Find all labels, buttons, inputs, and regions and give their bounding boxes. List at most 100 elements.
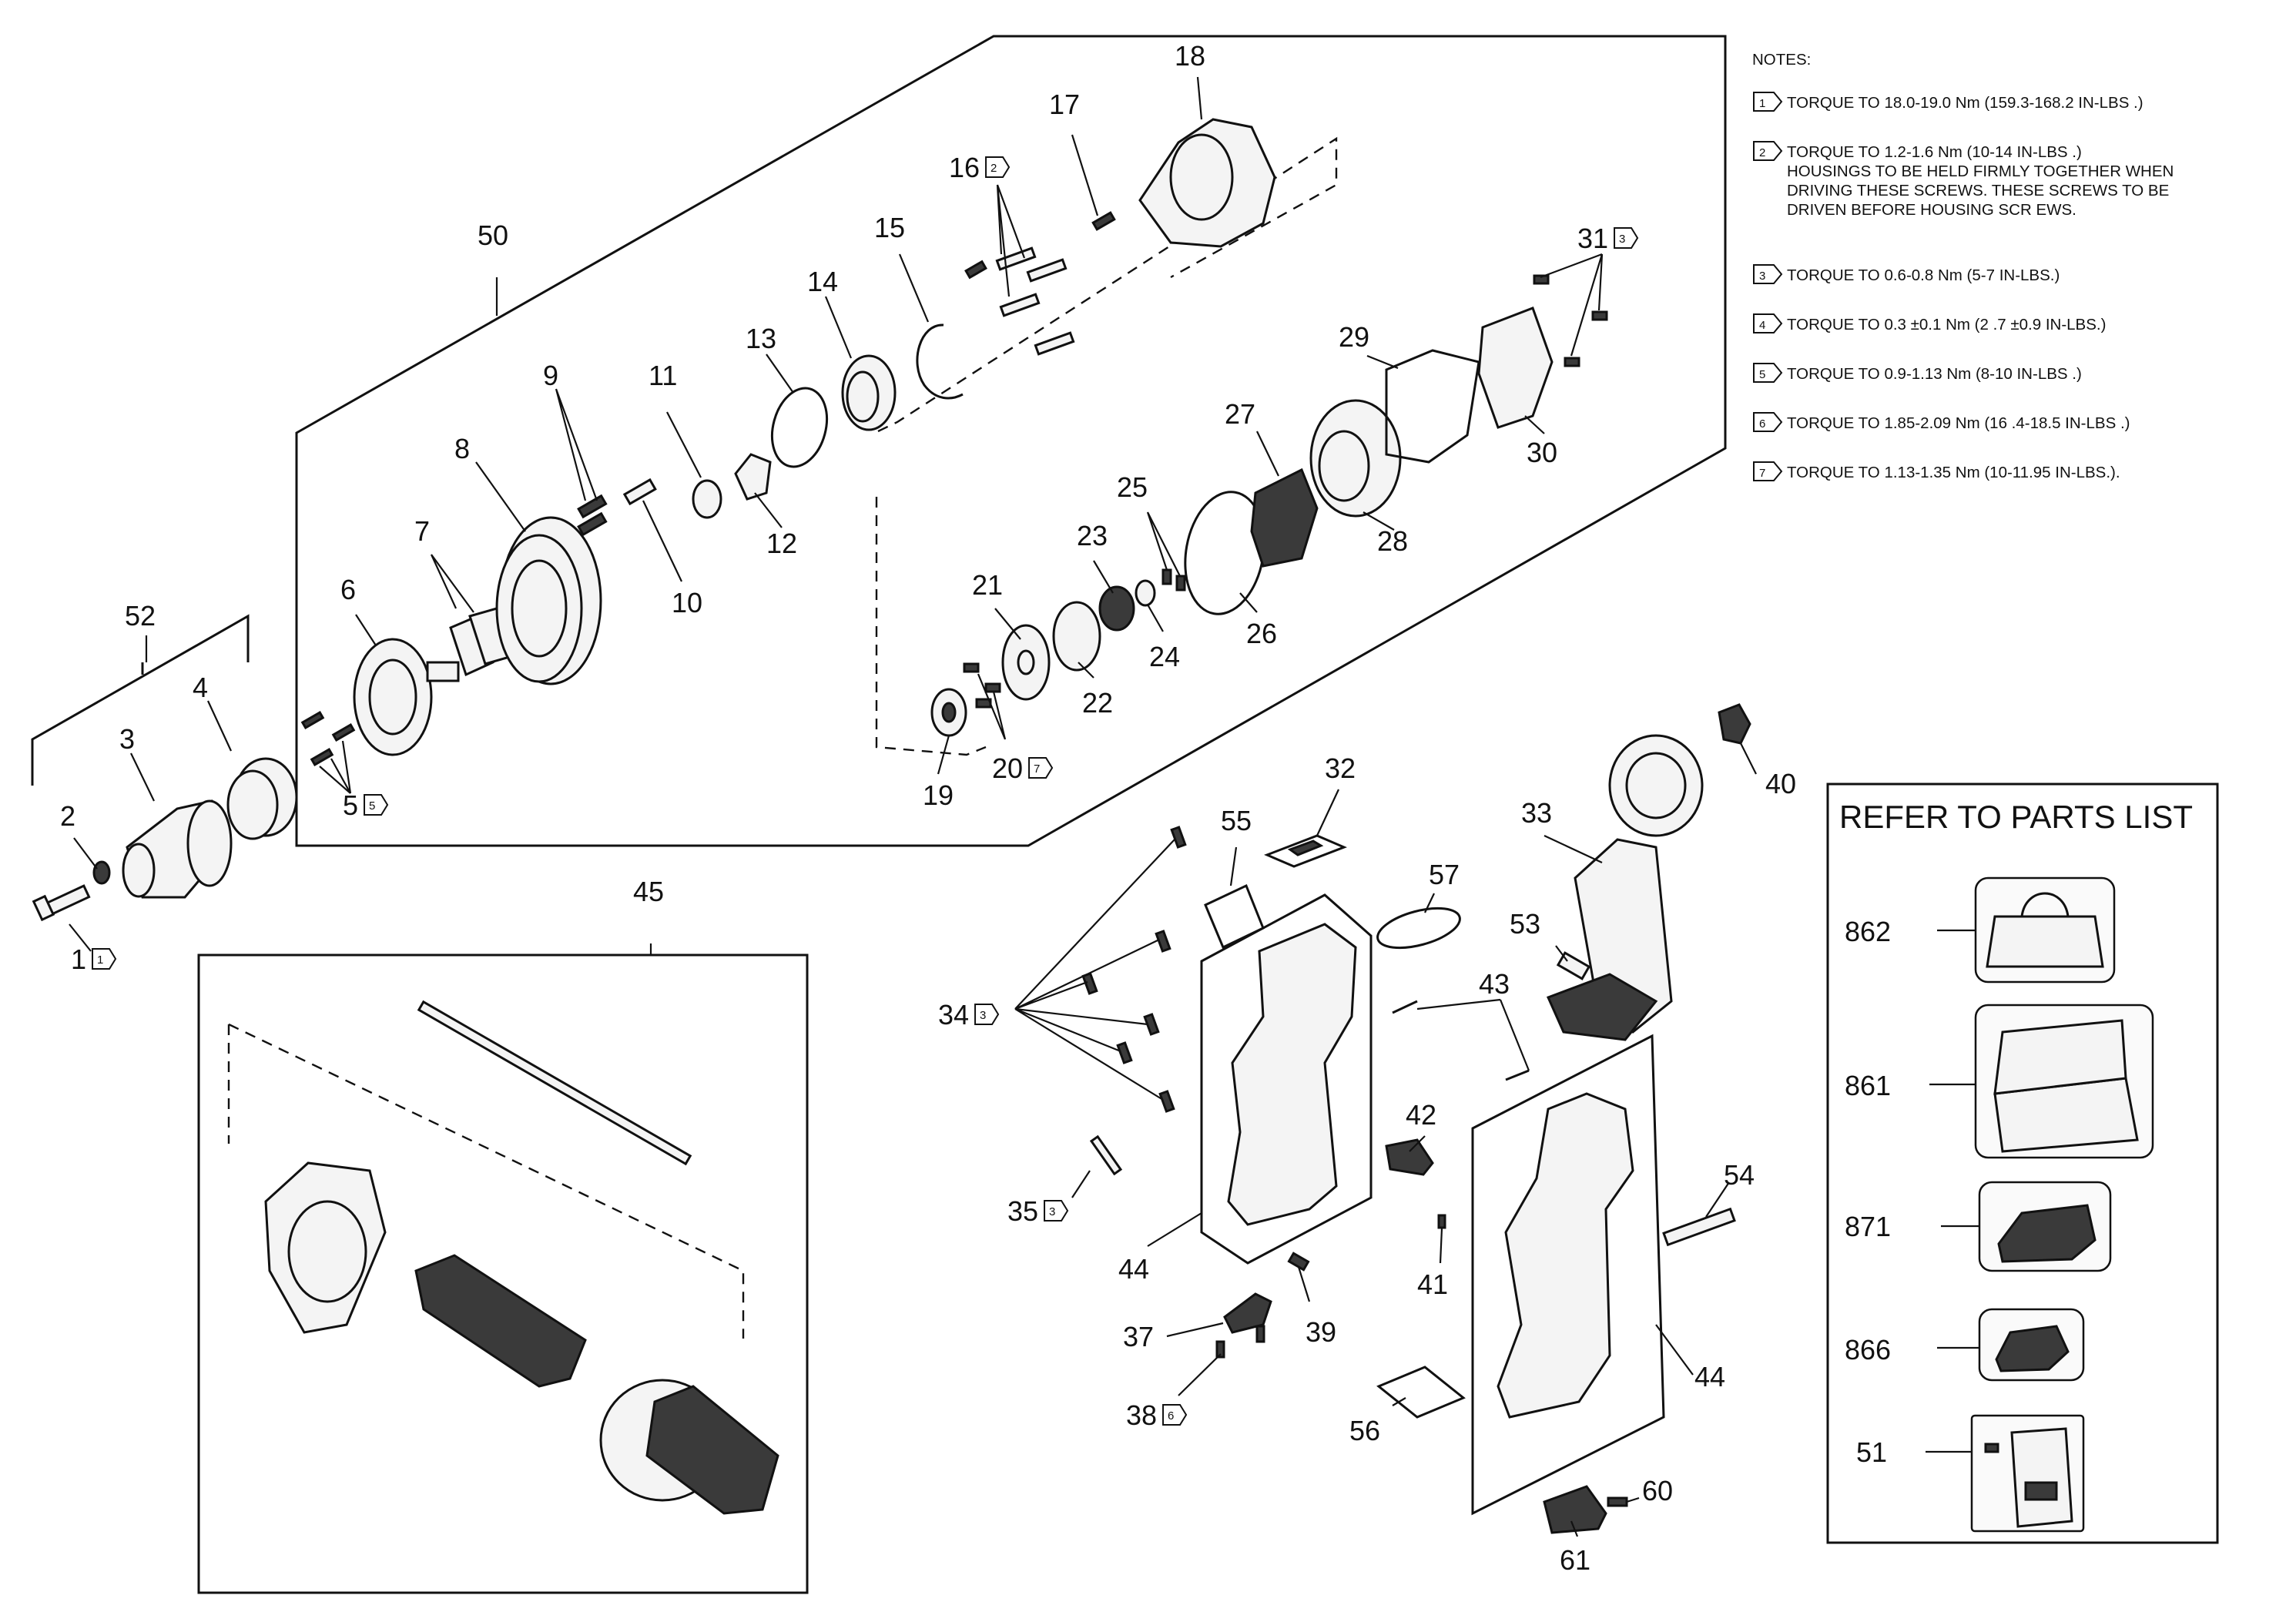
part-7-pins [449,607,514,677]
callout-p7: 7 [414,515,430,547]
torque-note-tag-p1: 1 [92,948,117,970]
housing-44-right-outline [1471,1034,1665,1516]
tag-number: 2 [990,162,997,175]
callout-p38: 38 [1126,1399,1157,1431]
callout-p23: 23 [1077,520,1108,551]
callout-p17: 17 [1049,89,1080,120]
bag-icon [1986,892,2104,968]
part-14-ring [841,354,897,431]
part-15-c-clip [916,323,964,400]
part-55-label [1204,883,1265,950]
note-line: HOUSINGS TO BE HELD FIRMLY TOGETHER WHEN [1787,163,2174,180]
part-60-screw [1607,1496,1628,1507]
callout-p43: 43 [1479,968,1510,1000]
note-line: DRIVING THESE SCREWS. THESE SCREWS TO BE [1787,182,2169,199]
bracket-52 [31,614,250,786]
torque-note-tag-p35: 3 [1044,1200,1069,1222]
callout-p12: 12 [766,528,797,559]
part-2-ring [92,860,111,885]
part-44-housing-left [1227,923,1357,1226]
callout-p9: 9 [543,360,558,391]
callout-p25: 25 [1117,471,1148,503]
note-tag-number: 3 [1759,270,1765,283]
callout-p8: 8 [454,433,470,464]
part-44-housing-right [1497,1092,1634,1419]
callout-p60: 60 [1642,1475,1673,1506]
callout-p3: 3 [119,723,135,755]
note-line: TORQUE TO 1.2-1.6 Nm (10-14 IN-LBS .) [1787,143,2082,161]
callout-p56: 56 [1349,1415,1380,1446]
refer-item-51: 51 [1856,1436,1887,1468]
part-33-motor-assembly [1546,734,1704,1041]
part-24-washer [1135,579,1156,607]
callout-p35: 35 [1007,1195,1038,1227]
torque-note-tag-p5: 5 [364,794,389,816]
callout-p42: 42 [1406,1099,1436,1131]
callout-p15: 15 [874,212,905,243]
refer-box-title: REFER TO PARTS LIST [1839,799,2193,835]
part-17-pin [1091,211,1116,231]
part-40-cap [1718,703,1751,745]
part-11-washer [692,479,722,519]
part-43-leads [1392,1000,1530,1081]
callout-p10: 10 [672,587,702,618]
callout-p13: 13 [746,323,776,354]
assembly-45-dashed-guide [227,1023,745,1339]
part-21-plate [1001,624,1051,701]
note-tag-number: 1 [1759,97,1765,110]
refer-item-866: 866 [1845,1334,1891,1366]
callout-p39: 39 [1306,1316,1336,1348]
refer-item-861: 861 [1845,1070,1891,1101]
part-37-latch [1223,1292,1272,1334]
part-12-cam [734,453,772,501]
torque-note-tag-p34: 3 [974,1004,1000,1025]
case-icon [1993,1019,2139,1153]
part-38-screws [1215,1325,1265,1359]
callout-p32: 32 [1325,752,1356,784]
callout-p16: 16 [949,152,980,183]
assembly-50-dashed-guide [877,136,1338,433]
tag-number: 3 [1049,1205,1055,1218]
callout-p33: 33 [1521,797,1552,829]
part-4-collar [226,757,298,840]
note-line: TORQUE TO 0.9-1.13 Nm (8-10 IN-LBS .) [1787,365,2082,383]
part-6-spindle-plate [353,638,460,756]
callout-p14: 14 [807,266,838,297]
part-18-gear-housing [1138,118,1276,248]
note-line: TORQUE TO 0.3 ±0.1 Nm (2 .7 ±0.9 IN-LBS.… [1787,316,2106,333]
part-31-screws [1533,274,1608,367]
part-22-ring [1052,601,1101,672]
callout-p28: 28 [1377,525,1408,557]
part-8-ring-gear [495,516,602,685]
callout-p1: 1 [71,943,86,975]
note-tag-number: 6 [1759,417,1765,431]
torque-note-tag-p31: 3 [1614,227,1639,249]
callout-p52: 52 [125,600,156,632]
callout-p21: 21 [972,569,1003,601]
part-25-pins [1161,568,1186,591]
callout-p30: 30 [1527,437,1557,468]
part-1-bolt [32,884,91,922]
callout-p18: 18 [1175,40,1205,72]
callout-p40: 40 [1765,768,1796,799]
callout-p31: 31 [1577,223,1608,254]
note-line: DRIVEN BEFORE HOUSING SCR EWS. [1787,201,2076,219]
torque-note-tag-p20: 7 [1028,757,1054,779]
callout-p54: 54 [1724,1159,1755,1191]
callout-p44b: 44 [1694,1361,1725,1392]
assembly-45-box [197,953,809,1594]
callout-p20: 20 [992,752,1023,784]
callout-p61: 61 [1560,1544,1590,1576]
tag-number: 5 [369,799,375,813]
part-19-bearing [930,688,967,737]
note-tag-number: 4 [1759,319,1765,332]
leader-lines [69,76,1757,1537]
part-53-connector [1556,951,1591,980]
part-28-motor [1309,399,1402,518]
part-5-screws [300,710,356,767]
